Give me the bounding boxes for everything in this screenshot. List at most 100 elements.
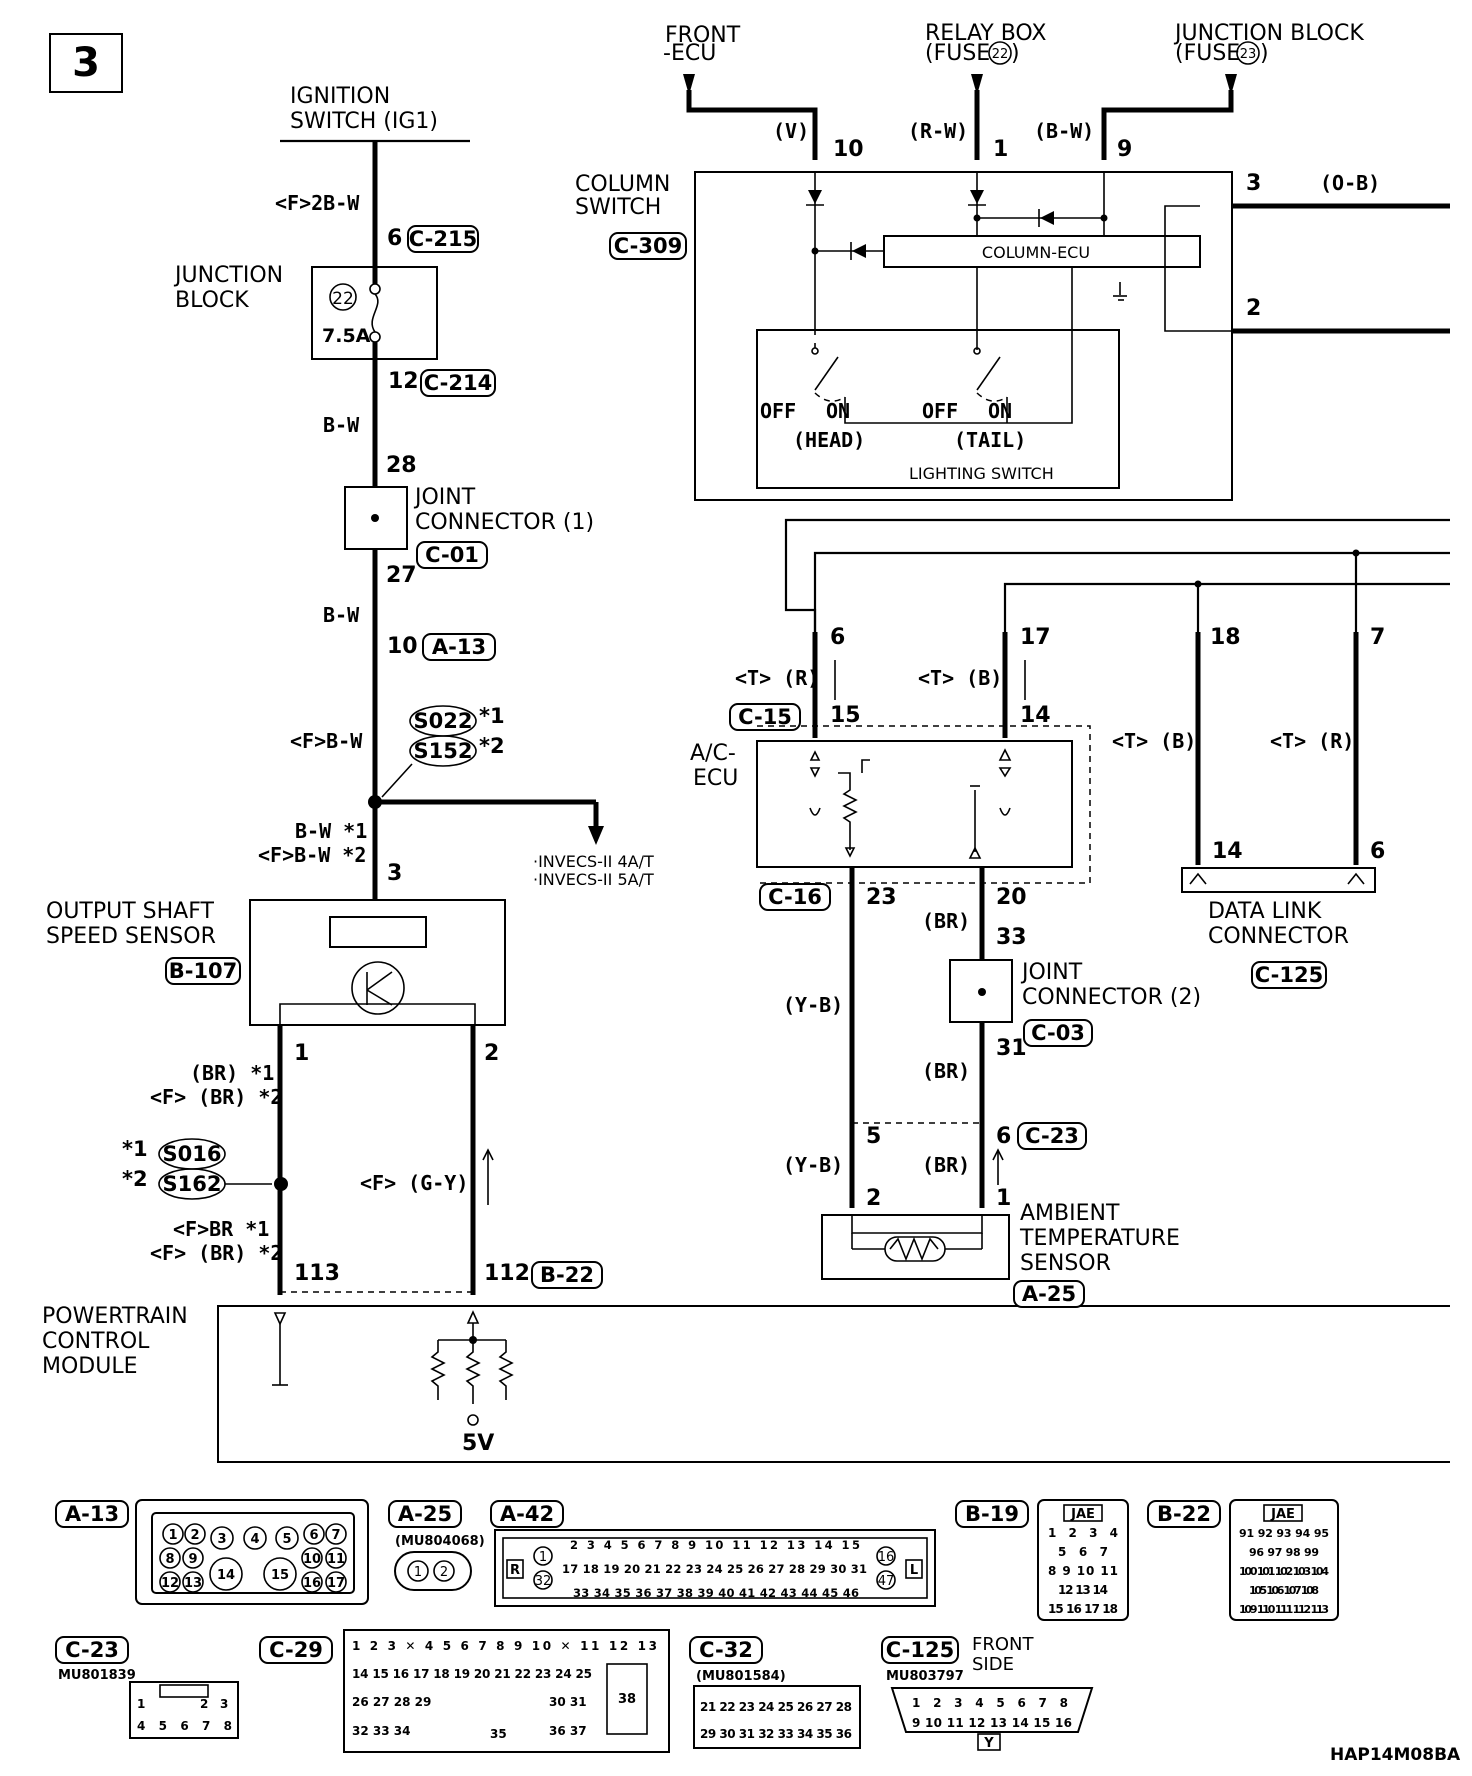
svg-text:17 18 19 20 21 22 23 24 25 26: 17 18 19 20 21 22 23 24 25 26 27 28 29 3…	[562, 1562, 867, 1576]
output-shaft-speed-sensor: OUTPUT SHAFT SPEED SENSOR	[46, 899, 506, 1026]
svg-text:C-215: C-215	[409, 227, 477, 251]
svg-text:POWERTRAIN: POWERTRAIN	[42, 1304, 188, 1329]
svg-text:10: 10	[833, 137, 864, 162]
svg-text:28: 28	[386, 453, 417, 478]
svg-text:OUTPUT SHAFT: OUTPUT SHAFT	[46, 899, 214, 924]
svg-text:3: 3	[220, 1697, 228, 1711]
svg-text:12 13 14: 12 13 14	[1058, 1583, 1108, 1597]
svg-text:A-13: A-13	[65, 1502, 119, 1526]
svg-text:(R-W): (R-W)	[908, 119, 968, 143]
svg-text:S152: S152	[414, 739, 473, 763]
svg-text:HAP14M08BA: HAP14M08BA	[1330, 1745, 1461, 1765]
svg-text:FRONT: FRONT	[972, 1634, 1034, 1655]
connector-c-309: C-309	[609, 232, 687, 260]
svg-text:*1: *1	[122, 1137, 148, 1161]
svg-text:C-01: C-01	[425, 543, 479, 567]
svg-text:13: 13	[184, 1576, 202, 1591]
legend-c-29: C-29 1 2 3 ✕ 4 5 6 7 8 9 10 ✕ 11 12 13 1…	[259, 1629, 670, 1753]
svg-text:LIGHTING SWITCH: LIGHTING SWITCH	[909, 464, 1054, 483]
connector-b-22: B-22	[531, 1261, 603, 1289]
svg-text:3: 3	[1246, 171, 1261, 196]
svg-text:36 37: 36 37	[549, 1724, 587, 1738]
svg-text:OFF: OFF	[922, 399, 958, 423]
svg-text:4: 4	[250, 1532, 259, 1547]
svg-text:JUNCTION BLOCK: JUNCTION BLOCK	[1173, 21, 1364, 46]
svg-text:C-15: C-15	[738, 705, 792, 729]
svg-text:5: 5	[866, 1124, 881, 1149]
junction-block-source: JUNCTION BLOCK (FUSE 23 )	[1101, 21, 1364, 160]
svg-text:FRONT: FRONT	[665, 23, 741, 48]
connector-a-13: A-13	[422, 633, 496, 661]
svg-text:L: L	[910, 1563, 918, 1578]
powertrain-control-module: POWERTRAIN CONTROL MODULE 5V	[42, 1304, 1450, 1463]
ac-ecu: A/C- ECU	[690, 725, 1091, 884]
svg-text:12: 12	[388, 369, 419, 394]
svg-text:1: 1	[294, 1041, 309, 1066]
svg-text:*2: *2	[122, 1167, 148, 1191]
svg-text:·INVECS-II 5A/T: ·INVECS-II 5A/T	[533, 870, 654, 889]
svg-text:<F> (BR) *2: <F> (BR) *2	[150, 1085, 282, 1109]
svg-text:B-19: B-19	[965, 1502, 1019, 1526]
svg-text:1: 1	[996, 1186, 1011, 1211]
svg-text:B-22: B-22	[1157, 1502, 1211, 1526]
svg-text:RELAY BOX: RELAY BOX	[925, 21, 1046, 46]
svg-text:2: 2	[440, 1565, 448, 1580]
svg-text:C-16: C-16	[768, 885, 822, 909]
svg-text:1: 1	[539, 1550, 547, 1565]
svg-text:33: 33	[996, 925, 1027, 950]
svg-text:(BR): (BR)	[922, 1059, 970, 1083]
svg-text:(FUSE: (FUSE	[1175, 41, 1240, 66]
svg-text:(BR): (BR)	[922, 909, 970, 933]
connector-c-15: C-15	[729, 703, 801, 731]
svg-text:S022: S022	[414, 709, 473, 733]
svg-text:(O-B): (O-B)	[1320, 171, 1380, 195]
svg-text:SWITCH: SWITCH	[575, 195, 661, 220]
svg-text:S016: S016	[163, 1142, 222, 1166]
svg-text:R: R	[510, 1563, 520, 1578]
svg-text:10: 10	[303, 1552, 321, 1567]
svg-text:7.5A: 7.5A	[322, 325, 371, 347]
svg-text:38: 38	[618, 1692, 636, 1707]
svg-text:<F>B-W: <F>B-W	[290, 729, 363, 753]
svg-text:BLOCK: BLOCK	[175, 288, 249, 313]
svg-text:17: 17	[1020, 625, 1051, 650]
svg-text:11: 11	[327, 1552, 345, 1567]
svg-text:14: 14	[1212, 839, 1243, 864]
svg-text:IGNITION: IGNITION	[290, 84, 390, 109]
joint-connector-1: JOINT CONNECTOR (1)	[344, 485, 594, 550]
svg-text:8 9 10 11: 8 9 10 11	[1048, 1564, 1118, 1578]
svg-text:(MU801584): (MU801584)	[696, 1669, 786, 1684]
svg-text:MU801839: MU801839	[58, 1668, 136, 1683]
svg-text:(Y-B): (Y-B)	[783, 1153, 843, 1177]
svg-text:MU803797: MU803797	[886, 1669, 964, 1684]
svg-text:B-W: B-W	[323, 603, 360, 627]
svg-text:1 2 3 ✕ 4 5 6 7 8 9 10 ✕ 11 12: 1 2 3 ✕ 4 5 6 7 8 9 10 ✕ 11 12 13	[352, 1639, 657, 1653]
svg-text:4 5 6 7 8: 4 5 6 7 8	[137, 1719, 232, 1733]
connector-c-16: C-16	[759, 883, 831, 911]
svg-text:<T> (B): <T> (B)	[1112, 729, 1196, 753]
svg-text:B-W *1: B-W *1	[295, 819, 367, 843]
svg-text:20: 20	[996, 885, 1027, 910]
svg-text:<F> (G-Y): <F> (G-Y)	[360, 1171, 468, 1195]
svg-text:SPEED SENSOR: SPEED SENSOR	[46, 924, 216, 949]
svg-text:<F>2B-W: <F>2B-W	[275, 191, 360, 215]
svg-text:5 6 7: 5 6 7	[1058, 1545, 1108, 1559]
svg-text:1: 1	[993, 137, 1008, 162]
joint-connector-2: JOINT CONNECTOR (2)	[949, 959, 1201, 1023]
svg-text:2: 2	[200, 1697, 208, 1711]
svg-text:6: 6	[1370, 839, 1385, 864]
svg-text:1: 1	[137, 1697, 145, 1711]
svg-text:29 30 31 32 33 34 35 36: 29 30 31 32 33 34 35 36	[700, 1727, 852, 1741]
svg-text:SWITCH (IG1): SWITCH (IG1)	[290, 109, 438, 134]
svg-text:(Y-B): (Y-B)	[783, 993, 843, 1017]
svg-text:B-22: B-22	[540, 1263, 594, 1287]
svg-text:C-23: C-23	[1025, 1124, 1079, 1148]
connector-c-01: C-01	[416, 541, 488, 569]
svg-text:6: 6	[996, 1124, 1011, 1149]
svg-text:JAE: JAE	[1070, 1507, 1095, 1522]
svg-text:ECU: ECU	[693, 766, 738, 791]
svg-text:9 10 11 12 13 14 15 16: 9 10 11 12 13 14 15 16	[912, 1716, 1072, 1730]
svg-text:16: 16	[878, 1550, 895, 1565]
svg-text:2: 2	[190, 1528, 199, 1543]
svg-text:<T> (R): <T> (R)	[1270, 729, 1354, 753]
